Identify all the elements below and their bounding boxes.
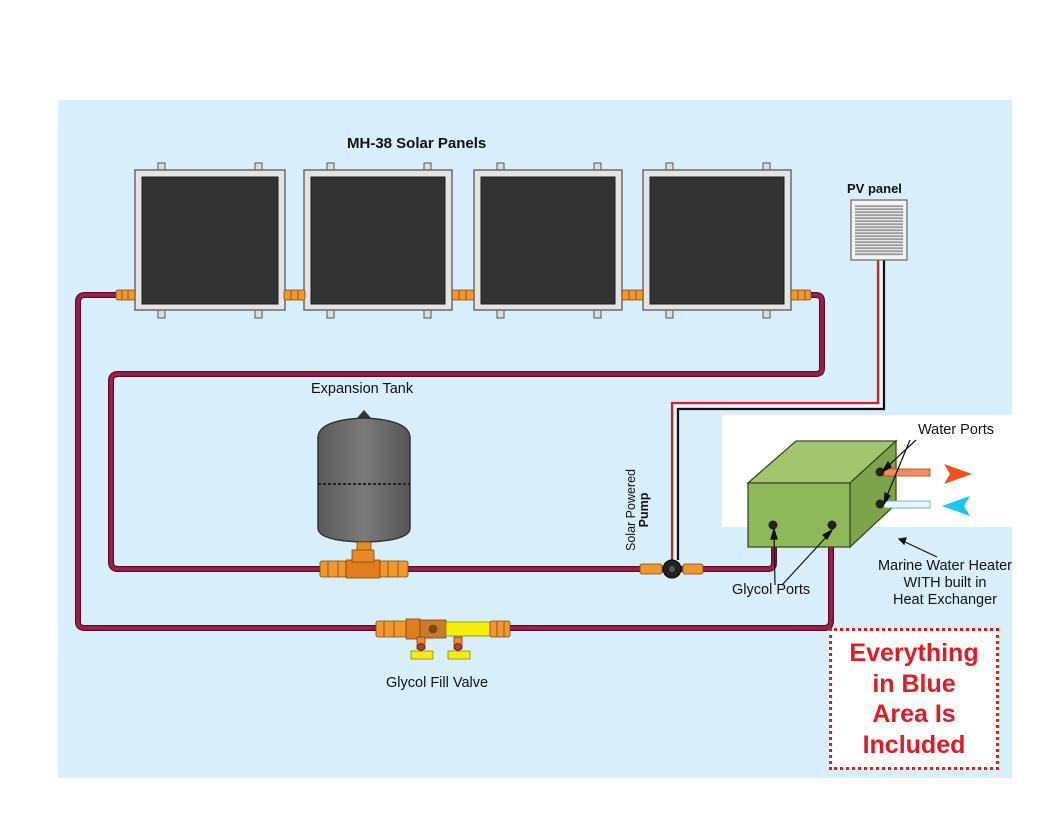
- annotation-pointers: [770, 439, 938, 586]
- water-ports-label: Water Ports: [918, 422, 995, 438]
- pv-panel-label: PV panel: [847, 181, 902, 196]
- heater-label: Marine Water Heater WITH built in Heat E…: [866, 558, 1024, 609]
- cold-water-arrow: [942, 496, 970, 516]
- tank-tee-fitting: [319, 549, 409, 579]
- pump-label: Solar Powered Pump: [624, 463, 653, 557]
- pump: [639, 559, 704, 579]
- solar-panel-3: [473, 162, 623, 319]
- panels-title: MH-38 Solar Panels: [347, 135, 487, 152]
- glycol-fill-valve: [375, 618, 511, 660]
- included-note: Everything in Blue Area Is Included: [849, 639, 979, 759]
- solar-panel-2: [303, 162, 453, 319]
- hot-water-arrow: [944, 464, 972, 484]
- panel-couplings: [115, 289, 812, 301]
- pump-label-line2: Pump: [637, 492, 651, 528]
- pv-panel: [850, 199, 908, 261]
- solar-panel-1: [134, 162, 286, 319]
- heater-label-line1: Marine Water Heater: [877, 558, 1013, 574]
- included-note-box: Everything in Blue Area Is Included: [829, 628, 999, 770]
- glycol-piping: [75, 292, 834, 631]
- heater-label-line2: WITH built in: [903, 575, 987, 591]
- expansion-tank-label: Expansion Tank: [311, 381, 414, 397]
- glycol-ports-label: Glycol Ports: [732, 582, 811, 598]
- solar-panel-4: [642, 162, 792, 319]
- pv-wires: [670, 260, 886, 560]
- fill-valve-label: Glycol Fill Valve: [386, 675, 489, 691]
- heater-label-line3: Heat Exchanger: [893, 592, 997, 608]
- expansion-tank: [317, 410, 411, 553]
